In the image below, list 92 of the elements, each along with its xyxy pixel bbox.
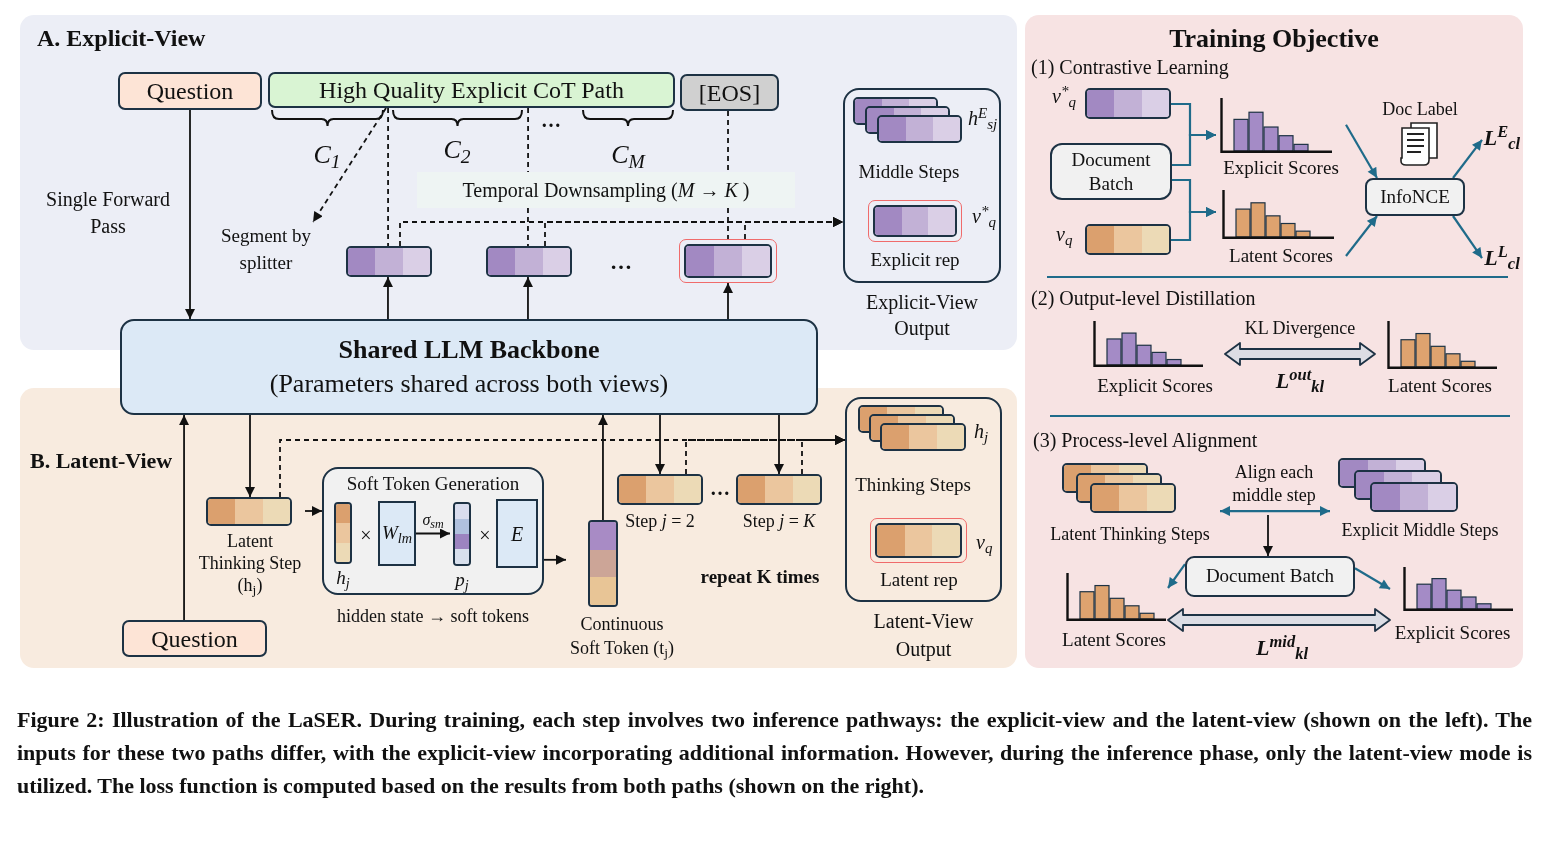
arrow — [543, 554, 567, 565]
dashed-line — [727, 110, 729, 173]
arrow — [1354, 567, 1391, 590]
arrow — [1172, 130, 1216, 167]
step-caption: Step j = K — [742, 510, 816, 533]
module-title: Soft Token Generation — [346, 472, 520, 496]
edge-label: σ$_{sm}$ — [422, 510, 444, 532]
backbone-subtitle: (Parameters shared across both views) — [269, 368, 669, 400]
arrow — [723, 282, 733, 320]
panel-caption: Explicit-View Output — [864, 290, 980, 341]
chart-caption: Latent Scores — [1229, 244, 1333, 268]
figure-caption: Figure 2: Illustration of the LaSER. During training, each step involves two inference pathways: the explicit-view and the latent-view (shown on the left). The inputs for these two paths differ, with the explicit-view incorporating additional information. However, during the inference phase, only the latent-view mode is utilized. The loss function is computed based on the results from both paths (shown on the right). — [17, 706, 1532, 800]
question-box: Question — [122, 620, 267, 657]
eos-token-box: [EOS] — [680, 74, 779, 111]
dashed-line — [387, 107, 389, 247]
dashed-line — [727, 207, 729, 240]
backbone-title: Shared LLM Backbone — [338, 334, 600, 366]
document-batch-box: Document Batch — [1050, 143, 1172, 200]
arrow — [655, 414, 665, 475]
dashed-arrow — [801, 435, 846, 475]
dashed-line — [527, 107, 529, 173]
vector-caption: p$_{j}$ — [455, 568, 469, 592]
arrow — [415, 528, 451, 539]
arrow — [597, 414, 608, 521]
embedding-bar — [486, 246, 572, 277]
arrow — [304, 506, 323, 516]
rep-caption: Explicit rep — [870, 248, 960, 272]
dashed-line — [527, 207, 529, 247]
chart-caption: Latent Scores — [1062, 628, 1166, 652]
arrow — [1345, 215, 1378, 257]
double-block-arrow — [1224, 342, 1376, 366]
vector-caption: h$_{j}$ — [336, 566, 350, 590]
ellipsis: … — [710, 478, 730, 498]
arrow — [185, 109, 195, 320]
arrow — [382, 276, 393, 320]
arrow — [1263, 514, 1273, 557]
arrow — [774, 414, 784, 475]
matrix-box: E — [496, 499, 538, 568]
arrow — [522, 276, 533, 320]
arrow — [1452, 139, 1483, 179]
icon-caption: Doc Label — [1382, 100, 1458, 118]
section-heading: (2) Output-level Distillation — [1031, 288, 1256, 308]
downsampling-band: Temporal Downsampling (M → K ) — [417, 172, 795, 208]
arrow — [1171, 207, 1216, 242]
chunk-label: C$_{2}$ — [443, 137, 471, 163]
matrix-box: W$_{lm}$ — [378, 501, 416, 566]
edge-label: KL Divergence — [1244, 316, 1356, 340]
infonce-box: InfoNCE — [1365, 178, 1465, 216]
edge-label: Single Forward Pass — [45, 187, 171, 239]
chart-caption: Latent Scores — [1388, 374, 1492, 398]
section-heading: (1) Contrastive Learning — [1031, 57, 1229, 77]
ellipsis: … — [541, 110, 561, 130]
chart-caption: Explicit Scores — [1097, 374, 1213, 398]
stack-caption: Explicit Middle Steps — [1341, 519, 1499, 542]
section-heading: (3) Process-level Alignment — [1033, 430, 1258, 450]
stack-caption: Middle Steps — [858, 160, 960, 184]
arrow — [245, 414, 255, 498]
double-arrow — [1220, 506, 1330, 517]
panel-caption: Latent-View Output — [872, 609, 975, 663]
arrow — [1452, 215, 1483, 259]
step-caption: Latent Thinking Step (h$_{j}$) — [197, 530, 303, 596]
question-box: Question — [118, 72, 262, 110]
dashed-arrow — [312, 107, 387, 223]
arrow — [1167, 563, 1186, 589]
step-caption: Step j = 2 — [625, 510, 695, 533]
objective-panel — [1025, 15, 1523, 668]
stack-caption: Thinking Steps — [855, 473, 971, 497]
edge-label: Align each middle step — [1231, 461, 1317, 507]
double-block-arrow — [1167, 608, 1391, 632]
chunk-label: C$_{1}$ — [313, 142, 341, 168]
panel-heading: A. Explicit-View — [37, 24, 206, 53]
backbone-box — [120, 319, 818, 415]
stack-caption: Latent Thinking Steps — [1050, 523, 1210, 546]
ellipsis: … — [610, 251, 632, 273]
embedding-bar — [346, 246, 432, 277]
panel-heading: B. Latent-View — [30, 447, 173, 475]
note-text: repeat K times — [700, 566, 820, 586]
multiply-sign: × — [360, 525, 372, 545]
annotation-text: Segment by splitter — [210, 222, 322, 276]
multiply-sign: × — [479, 525, 491, 545]
chunk-label: C$_{M}$ — [611, 142, 645, 168]
chart-caption: Explicit Scores — [1394, 621, 1511, 645]
arrow — [1345, 124, 1378, 179]
vector-caption: Continuous Soft Token (t$_{j}$) — [568, 613, 676, 660]
arrow — [179, 414, 190, 621]
dashed-arrow — [744, 217, 844, 240]
rep-caption: Latent rep — [880, 568, 958, 592]
document-batch-box: Document Batch — [1185, 556, 1355, 597]
cot-path-box: High Quality Explicit CoT Path — [268, 72, 675, 108]
chart-caption: Explicit Scores — [1223, 156, 1339, 180]
module-caption: hidden state → soft tokens — [337, 605, 529, 628]
panel-heading: Training Objective — [1169, 23, 1379, 55]
